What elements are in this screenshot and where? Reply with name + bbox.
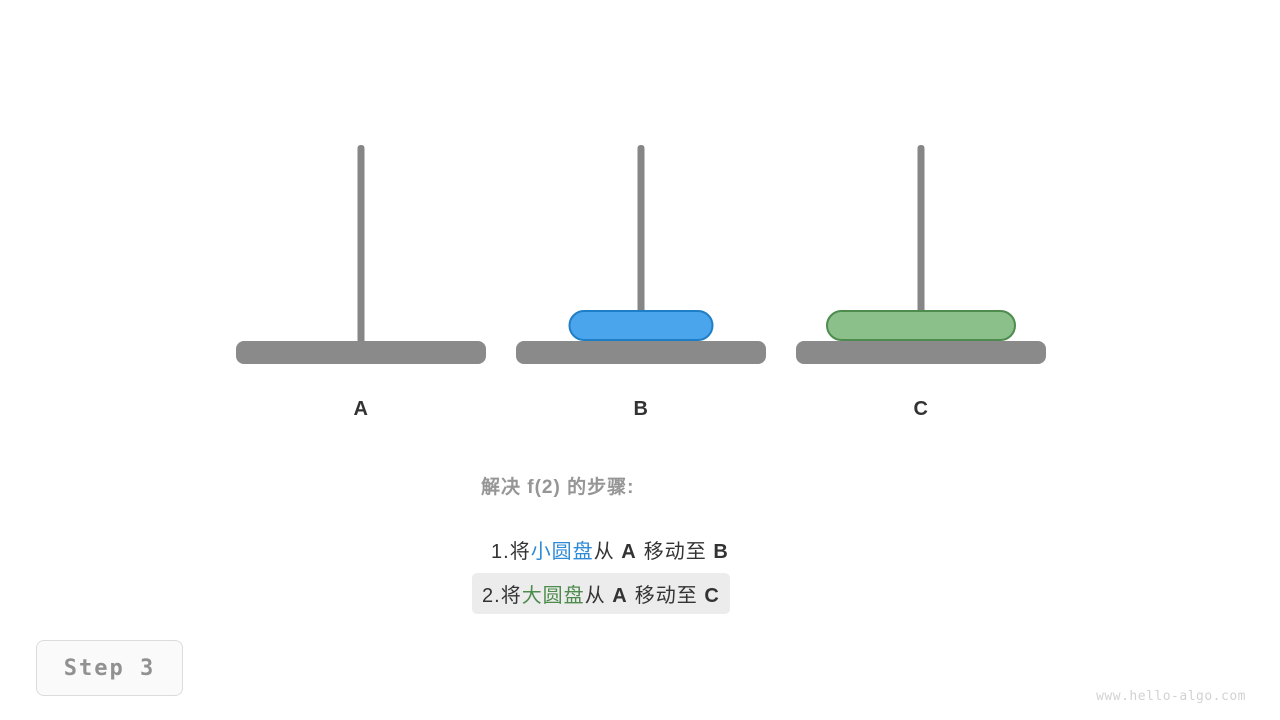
step-badge-label: Step 3 xyxy=(63,655,156,681)
step-line-2: 2.将大圆盘从 A 移动至 C xyxy=(472,573,731,614)
step-2-verb: 将 xyxy=(500,585,522,607)
tower-label-b: B xyxy=(633,398,649,420)
step-1-to-peg: B xyxy=(713,541,730,563)
watermark-text: www.hello-algo.com xyxy=(1096,689,1246,704)
pole-a xyxy=(357,145,365,345)
disk-small-on-b xyxy=(568,310,714,341)
tower-b: B xyxy=(516,0,766,440)
tower-label-a: A xyxy=(353,398,369,420)
disk-large-on-c xyxy=(826,310,1016,341)
base-c xyxy=(796,341,1046,364)
step-1-from-peg: A xyxy=(621,541,638,563)
step-1-verb: 将 xyxy=(509,541,531,563)
watermark: www.hello-algo.com xyxy=(1096,689,1246,704)
tower-c: C xyxy=(796,0,1046,440)
hanoi-scene: A B C xyxy=(236,0,1046,440)
tower-a: A xyxy=(236,0,486,440)
pole-c xyxy=(917,145,925,345)
step-2-from-peg: A xyxy=(612,585,629,607)
pole-b xyxy=(637,145,645,345)
step-2-number: 2. xyxy=(482,585,501,607)
step-line-1: 1.将小圆盘从 A 移动至 B xyxy=(481,529,739,570)
step-1-move-word: 移动至 xyxy=(643,541,707,563)
step-badge: Step 3 xyxy=(36,640,183,696)
step-1-disk-word: 小圆盘 xyxy=(530,541,594,563)
base-b xyxy=(516,341,766,364)
caption-title: 解决 f(2) 的步骤: xyxy=(481,477,635,498)
tower-label-c: C xyxy=(913,398,929,420)
step-2-move-word: 移动至 xyxy=(634,585,698,607)
step-2-from-word: 从 xyxy=(584,585,606,607)
step-1-number: 1. xyxy=(491,541,510,563)
step-2-disk-word: 大圆盘 xyxy=(521,585,585,607)
step-2-to-peg: C xyxy=(704,585,721,607)
step-1-from-word: 从 xyxy=(593,541,615,563)
base-a xyxy=(236,341,486,364)
